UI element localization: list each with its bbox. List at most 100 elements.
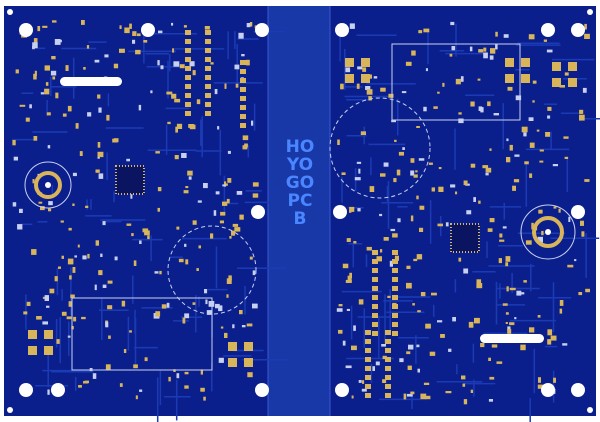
pad [183,25,187,28]
header-pin [392,277,398,282]
pad [124,27,130,34]
pad [470,163,476,168]
power-pad [568,62,577,71]
pad [242,135,249,141]
pad [61,255,64,259]
pad [133,364,138,369]
pad [33,136,38,141]
pad [189,61,195,67]
pad [246,23,251,28]
pad [420,393,427,400]
pad [373,76,378,79]
pad [578,292,583,296]
pad [455,236,461,241]
pad [458,112,462,115]
pad [54,276,58,282]
pad [19,208,23,213]
pad [523,280,527,283]
pad [585,288,590,293]
pad [413,174,418,178]
pad [166,91,173,95]
pad [189,124,196,130]
pad [545,132,551,137]
pad [135,49,141,55]
pad [206,310,212,315]
pad [505,312,509,315]
pad [184,385,189,389]
pad [139,240,142,244]
pad [515,95,522,101]
pad [564,156,569,159]
pad [105,321,109,328]
pad [113,138,119,143]
power-pad [345,58,354,67]
pad [461,375,466,380]
pad [342,340,346,346]
mounting-hole [541,23,555,37]
pad [382,355,387,360]
header-pin [365,348,371,353]
pad [529,173,533,178]
pad [52,20,57,23]
capacitor-outline-left [24,161,72,209]
pad [418,158,425,161]
pad [176,226,180,230]
pad [360,131,366,135]
pad [70,294,75,299]
pad [97,94,101,99]
pad [42,321,48,325]
capacitor-outline-right2 [520,204,576,260]
power-pad [552,62,561,71]
pad [192,70,196,76]
pad [546,49,553,53]
pad [401,91,407,94]
power-pad [228,342,237,351]
pad [580,220,584,226]
pad [252,193,259,198]
pad [513,179,520,183]
pad [507,326,511,331]
pad [417,368,420,373]
pad [547,115,551,119]
header-pin [365,339,371,344]
pad [143,40,148,43]
pad [224,181,227,187]
pad [94,284,97,291]
pad [222,184,226,187]
header-pin [392,331,398,336]
pad [222,201,228,206]
pad [84,380,89,384]
pad [392,302,397,309]
pad [97,151,104,158]
header-pin [392,259,398,264]
pad [336,308,343,312]
ic-chip-left [115,165,145,195]
pad [539,160,544,163]
mounting-hole [7,9,13,15]
pad [346,308,350,311]
pad [82,79,86,83]
slot-left [60,77,122,86]
pad [67,335,71,338]
header-pin [392,268,398,273]
pad [102,284,107,288]
pad [349,272,352,279]
header-pin [392,286,398,291]
pad [33,73,37,80]
pad [33,38,38,43]
header-pin [365,393,371,398]
pad [204,26,210,30]
pad [108,335,111,339]
power-pad [361,74,370,83]
pad [579,114,585,121]
pad [537,315,541,318]
pad [499,239,505,242]
pad [361,388,367,392]
header-pin [365,366,371,371]
pad [54,39,61,45]
header-pin [385,375,391,380]
pad [474,317,480,324]
pad [21,33,27,38]
header-pin [205,75,211,80]
